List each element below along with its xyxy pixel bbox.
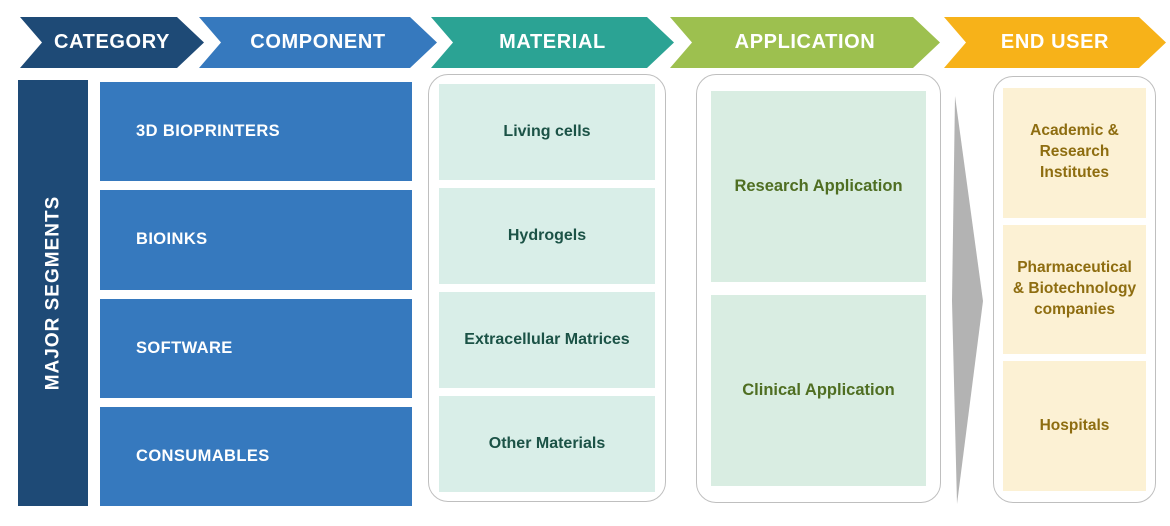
application-box-clinical: Clinical Application <box>711 295 926 486</box>
component-box-consumables: CONSUMABLES <box>100 406 412 506</box>
header-arrow-end-user: END USER <box>944 17 1166 68</box>
end-user-panel: Academic & Research Institutes Pharmaceu… <box>993 76 1156 503</box>
component-box-3d-bioprinters: 3D BIOPRINTERS <box>100 82 412 182</box>
application-label: Research Application <box>734 177 903 195</box>
component-label: CONSUMABLES <box>136 446 270 465</box>
application-box-research: Research Application <box>711 91 926 282</box>
header-label-material: MATERIAL <box>499 31 606 53</box>
end-user-box-pharma-biotech: Pharmaceutical & Biotechnology companies <box>1003 224 1146 355</box>
application-label: Clinical Application <box>742 381 895 399</box>
component-box-bioinks: BIOINKS <box>100 190 412 290</box>
component-column: 3D BIOPRINTERS BIOINKS SOFTWARE CONSUMAB… <box>100 82 412 506</box>
end-user-label: Academic & Research Institutes <box>1030 122 1119 182</box>
header-label-application: APPLICATION <box>734 31 876 53</box>
end-user-label: Hospitals <box>1039 416 1110 434</box>
header-label-end-user: END USER <box>1000 31 1110 53</box>
header-arrow-category: CATEGORY <box>20 17 204 68</box>
flow-arrow-icon <box>952 96 983 504</box>
header-label-component: COMPONENT <box>250 31 386 53</box>
header-arrow-component: COMPONENT <box>199 17 437 68</box>
application-panel: Research Application Clinical Applicatio… <box>696 74 941 503</box>
material-box-extracellular-matrices: Extracellular Matrices <box>439 292 655 388</box>
material-label: Living cells <box>503 123 591 140</box>
header-arrow-material: MATERIAL <box>431 17 674 68</box>
material-label: Other Materials <box>488 435 606 452</box>
component-label: SOFTWARE <box>136 338 233 357</box>
major-segments-bar: MAJOR SEGMENTS <box>18 80 88 506</box>
material-box-other-materials: Other Materials <box>439 396 655 492</box>
component-box-software: SOFTWARE <box>100 298 412 398</box>
header-label-category: CATEGORY <box>54 31 170 53</box>
component-label: 3D BIOPRINTERS <box>136 122 281 141</box>
end-user-box-academic: Academic & Research Institutes <box>1003 88 1146 218</box>
material-box-hydrogels: Hydrogels <box>439 188 655 284</box>
header-arrow-application: APPLICATION <box>670 17 940 68</box>
material-panel: Living cells Hydrogels Extracellular Mat… <box>428 74 666 502</box>
material-label: Hydrogels <box>507 227 587 244</box>
component-label: BIOINKS <box>136 230 208 249</box>
major-segments-label: MAJOR SEGMENTS <box>42 195 63 391</box>
material-box-living-cells: Living cells <box>439 84 655 180</box>
end-user-label: Pharmaceutical & Biotechnology companies <box>1012 259 1137 318</box>
material-label: Extracellular Matrices <box>464 331 630 348</box>
end-user-box-hospitals: Hospitals <box>1003 361 1146 492</box>
